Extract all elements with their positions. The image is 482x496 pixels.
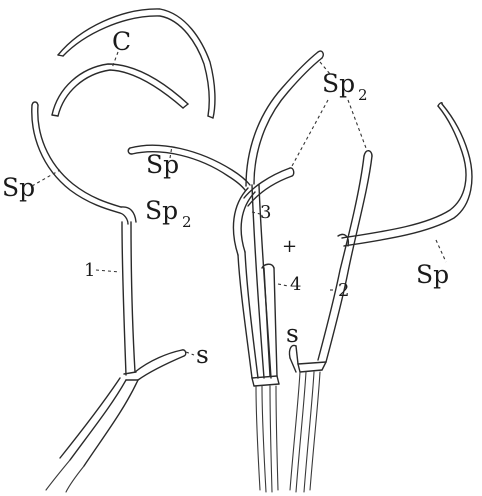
right-filaments <box>289 103 471 492</box>
label-s-left: s <box>196 340 209 369</box>
label-sp2-left-sub: 2 <box>182 213 192 231</box>
label-s-right: s <box>286 319 299 348</box>
leader-sp2-top-right <box>348 100 366 148</box>
leader-num-1 <box>96 270 120 272</box>
arc-c-inner <box>52 64 188 116</box>
middle-filaments <box>128 51 323 492</box>
label-sp2-top: Sp <box>322 69 355 98</box>
label-plus: + <box>282 236 297 257</box>
label-sp2-left: Sp <box>145 196 178 225</box>
label-num-4: 4 <box>290 274 301 295</box>
label-sp-mid: Sp <box>146 150 179 179</box>
label-sp-right: Sp <box>416 260 449 289</box>
label-num-2: 2 <box>338 280 349 301</box>
leader-sp2-top-branch <box>292 100 328 166</box>
label-num-3: 3 <box>260 202 271 223</box>
leader-s-left <box>186 352 194 355</box>
arc-c-outer <box>58 9 215 118</box>
label-sp2-top-sub: 2 <box>358 86 368 104</box>
label-c: C <box>112 27 131 56</box>
label-sp-left: Sp <box>2 173 35 202</box>
leader-sp-left <box>32 170 60 186</box>
leader-sp-right <box>436 240 446 262</box>
label-num-1: 1 <box>84 260 95 281</box>
leader-num-4 <box>278 284 288 286</box>
